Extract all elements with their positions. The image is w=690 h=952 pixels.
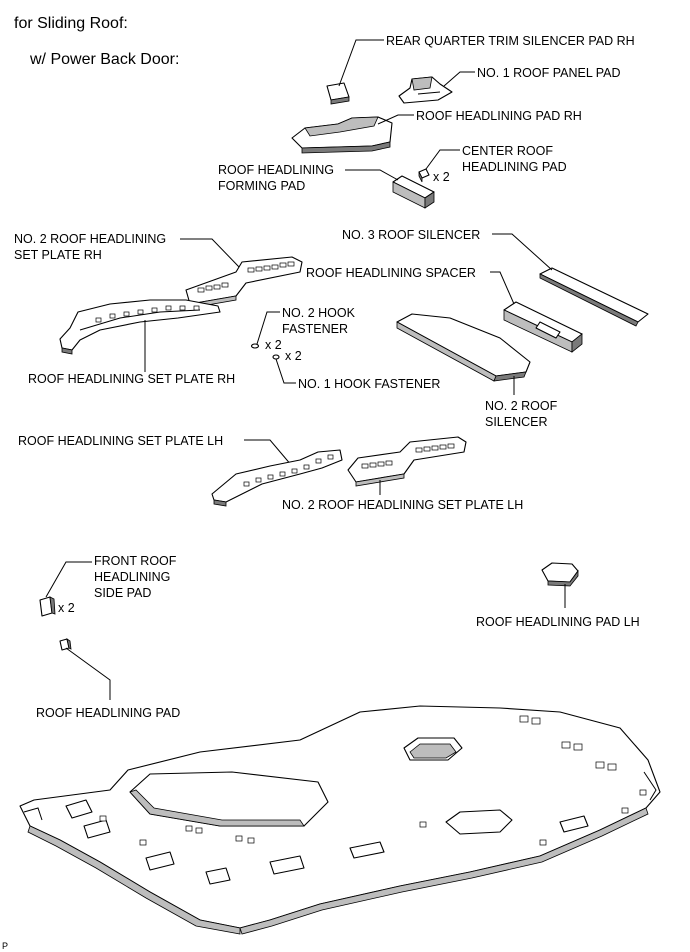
leader-roof-headlining-pad-rh xyxy=(377,114,414,125)
label-roof-headlining-pad-rh: ROOF HEADLINING PAD RH xyxy=(416,109,582,123)
label-no3-roof-silencer: NO. 3 ROOF SILENCER xyxy=(342,228,480,242)
label-no1-roof-panel-pad: NO. 1 ROOF PANEL PAD xyxy=(477,66,621,80)
label-roof-headlining-forming-pad-line1: ROOF HEADLINING xyxy=(218,163,334,177)
label-roof-headlining-set-plate-rh: ROOF HEADLINING SET PLATE RH xyxy=(28,372,235,386)
roof-headlining-pad-lh-part xyxy=(541,562,579,587)
label-no2-roof-silencer-line1: NO. 2 ROOF xyxy=(485,399,558,413)
label-roof-headlining-forming-pad-line2: FORMING PAD xyxy=(218,179,305,193)
figure-code: P xyxy=(2,941,8,951)
leader-no2-roof-headlining-set-plate-rh xyxy=(180,238,241,269)
roof-headlining-panel xyxy=(19,705,661,935)
label-front-roof-headlining-side-pad-line2: HEADLINING xyxy=(94,570,170,584)
leader-roof-headlining-forming-pad xyxy=(345,169,399,181)
label-roof-headlining-spacer: ROOF HEADLINING SPACER xyxy=(306,266,476,280)
no3-roof-silencer-part xyxy=(539,267,649,327)
header-line-power-back-door: w/ Power Back Door: xyxy=(29,51,179,68)
no1-roof-panel-pad-part xyxy=(398,76,453,104)
label-no2-hook-fastener-line1: NO. 2 HOOK xyxy=(282,306,356,320)
label-no2-roof-headlining-set-plate-lh: NO. 2 ROOF HEADLINING SET PLATE LH xyxy=(282,498,523,512)
roof-headlining-forming-pad-part xyxy=(392,175,435,209)
label-center-roof-headlining-pad-line1: CENTER ROOF xyxy=(462,144,553,158)
no2-roof-silencer-part xyxy=(396,313,531,382)
label-no2-roof-headlining-set-plate-rh-line1: NO. 2 ROOF HEADLINING xyxy=(14,232,166,246)
front-roof-headlining-side-pad-part xyxy=(39,596,56,617)
leader-center-roof-headlining-pad xyxy=(425,149,460,170)
leader-no1-hook-fastener xyxy=(275,358,296,384)
roof-headlining-set-plate-lh-part xyxy=(211,449,343,507)
qty-no2-hook-fastener: x 2 xyxy=(265,338,282,352)
center-roof-headlining-pad-part xyxy=(418,168,430,183)
no2-roof-headlining-set-plate-rh-part xyxy=(185,256,303,309)
roof-headlining-pad-rh-part xyxy=(291,116,393,154)
qty-center-roof-headlining-pad: x 2 xyxy=(433,170,450,184)
roof-headlining-spacer-part xyxy=(503,301,583,353)
leader-roof-headlining-pad xyxy=(65,647,111,700)
label-front-roof-headlining-side-pad-line3: SIDE PAD xyxy=(94,586,151,600)
leader-roof-headlining-set-plate-lh xyxy=(244,439,293,467)
label-no2-hook-fastener-line2: FASTENER xyxy=(282,322,348,336)
label-roof-headlining-pad: ROOF HEADLINING PAD xyxy=(36,706,180,720)
label-roof-headlining-set-plate-lh: ROOF HEADLINING SET PLATE LH xyxy=(18,434,223,448)
leader-no2-hook-fastener xyxy=(256,311,280,345)
label-rear-quarter-trim-silencer-pad-rh: REAR QUARTER TRIM SILENCER PAD RH xyxy=(386,34,635,48)
qty-no1-hook-fastener: x 2 xyxy=(285,349,302,363)
roof-headlining-pad-part xyxy=(59,638,72,651)
no1-hook-fastener-part xyxy=(272,354,280,360)
label-no2-roof-headlining-set-plate-rh-line2: SET PLATE RH xyxy=(14,248,102,262)
label-roof-headlining-pad-lh: ROOF HEADLINING PAD LH xyxy=(476,615,640,629)
label-front-roof-headlining-side-pad-line1: FRONT ROOF xyxy=(94,554,177,568)
label-center-roof-headlining-pad-line2: HEADLINING PAD xyxy=(462,160,567,174)
no2-roof-headlining-set-plate-lh-part xyxy=(347,436,467,487)
rear-quarter-trim-silencer-pad-rh-part xyxy=(326,82,350,105)
leader-no1-roof-panel-pad xyxy=(443,71,475,87)
leader-rear-quarter-trim-silencer-pad-rh xyxy=(338,39,384,87)
leader-roof-headlining-spacer xyxy=(490,271,515,305)
roof-headlining-set-plate-rh-part xyxy=(59,299,221,355)
label-no2-roof-silencer-line2: SILENCER xyxy=(485,415,548,429)
leader-front-roof-headlining-side-pad xyxy=(45,561,92,598)
qty-front-roof-headlining-side-pad: x 2 xyxy=(58,601,75,615)
header-line-sliding-roof: for Sliding Roof: xyxy=(14,15,128,32)
label-no1-hook-fastener: NO. 1 HOOK FASTENER xyxy=(298,377,440,391)
no2-hook-fastener-part xyxy=(250,343,260,349)
leader-no3-roof-silencer xyxy=(492,233,553,271)
